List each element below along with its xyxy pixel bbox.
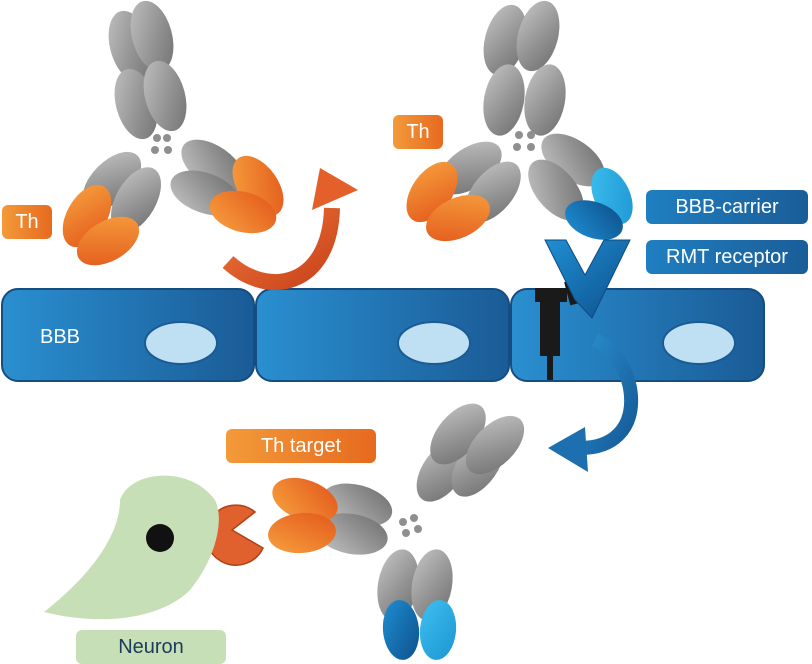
antibody-th-left [62, 0, 284, 266]
label-bbb-carrier: BBB-carrier [646, 190, 808, 224]
rmt-receptor-chevron-icon [544, 239, 631, 319]
bbb-cell-2 [255, 288, 510, 382]
bbb-cell-3 [510, 288, 765, 382]
antibody-bispecific-top [406, 0, 633, 242]
bbb-cell-1 [1, 288, 255, 382]
label-rmt-receptor: RMT receptor [646, 240, 808, 274]
transcytosis-arrow-icon [548, 333, 639, 472]
label-bbb: BBB [40, 326, 81, 348]
label-th-left: Th [2, 205, 52, 239]
label-th-target: Th target [226, 429, 376, 463]
cell-nucleus [144, 321, 218, 365]
neuron-icon [44, 475, 219, 620]
label-th-right: Th [393, 115, 443, 149]
cell-nucleus [397, 321, 471, 365]
antibody-bispecific-bottom [268, 403, 525, 660]
cell-nucleus [662, 321, 736, 365]
label-neuron: Neuron [76, 630, 226, 664]
rebound-arrow-icon [222, 168, 358, 291]
neuron-nucleus [146, 524, 174, 552]
